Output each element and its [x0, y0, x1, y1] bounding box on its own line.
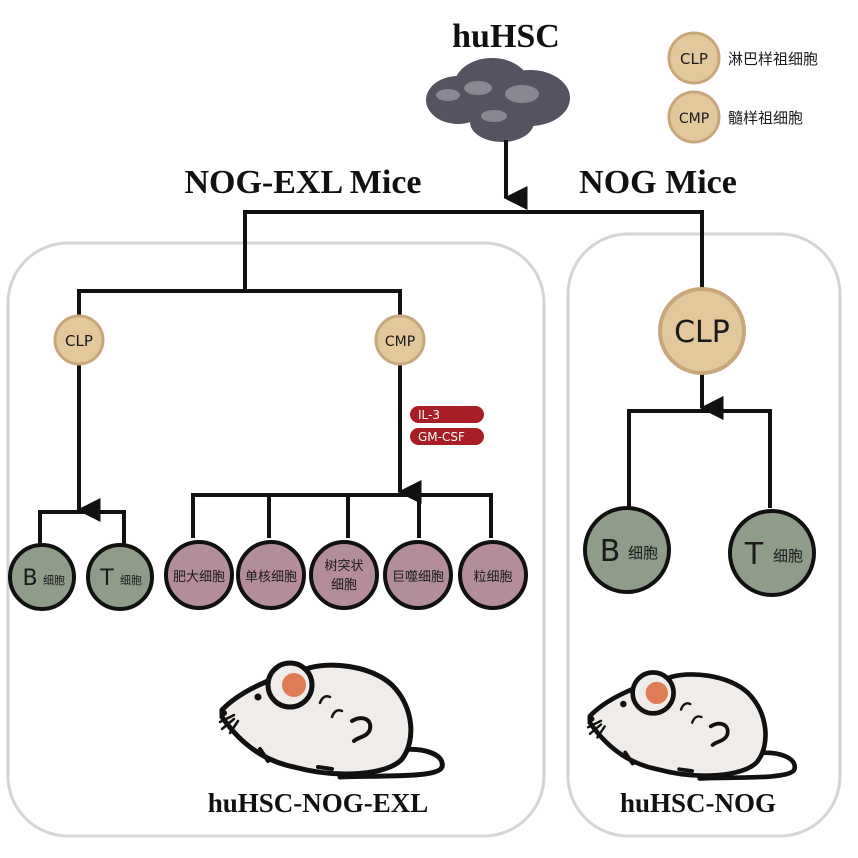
panel-nog-exl [6, 241, 546, 838]
cytokine-badge-gmcsf [410, 428, 484, 445]
node-clp-left-label: CLP [65, 332, 93, 350]
node-clp-right [658, 287, 746, 375]
cell-dendritic [309, 540, 379, 610]
cell-b-right-suffix: 细胞 [628, 544, 658, 562]
legend: CLP 淋巴样祖细胞 CMP 髓样祖细胞 [667, 31, 818, 144]
legend-cmp-circle [667, 90, 721, 144]
cell-b-left [8, 543, 76, 611]
mouse-icon-nog-exl [218, 660, 445, 780]
connector-lines [38, 140, 772, 545]
cytokine-badge-il3 [410, 406, 484, 423]
cell-granulocyte-label: 粒细胞 [473, 570, 512, 585]
cell-t-left-letter: T [99, 566, 114, 591]
cell-t-right [728, 509, 816, 597]
legend-cmp-abbr: CMP [679, 111, 709, 127]
mouse-icon-nog [586, 670, 797, 781]
cell-t-right-suffix: 细胞 [773, 547, 803, 565]
label-nog-mice: NOG Mice [579, 164, 737, 201]
cell-t-left-suffix: 细胞 [120, 574, 142, 587]
node-cmp-label: CMP [385, 334, 415, 350]
cell-b-left-suffix: 细胞 [43, 574, 65, 587]
cytokine-il3-label: IL-3 [418, 408, 440, 422]
node-clp-left [53, 314, 105, 366]
cell-t-right-letter: T [744, 537, 764, 572]
cell-b-right-letter: B [600, 534, 621, 569]
cell-dendritic-label-2: 细胞 [331, 578, 357, 593]
legend-clp-desc: 淋巴样祖细胞 [728, 50, 818, 68]
cell-b-right [583, 506, 671, 594]
cell-granulocyte [458, 540, 528, 610]
legend-clp-abbr: CLP [680, 50, 708, 68]
node-clp-right-label: CLP [674, 315, 730, 350]
cell-mast-label: 肥大细胞 [173, 570, 225, 585]
cell-monocyte-label: 单核细胞 [245, 570, 297, 585]
cell-monocyte [236, 540, 306, 610]
hsc-cluster-icon [426, 58, 570, 142]
legend-clp-circle [667, 31, 721, 85]
label-nog-exl-mice: NOG-EXL Mice [184, 164, 421, 201]
cell-macrophage-label: 巨噬细胞 [392, 570, 444, 585]
cell-dendritic-label-1: 树突状 [324, 558, 363, 574]
title-huhsc: huHSC [452, 18, 560, 55]
model-label-huhsc-nog: huHSC-NOG [620, 788, 776, 818]
cell-t-left [86, 543, 154, 611]
model-label-huhsc-nog-exl: huHSC-NOG-EXL [208, 788, 429, 818]
cytokine-gmcsf-label: GM-CSF [418, 430, 465, 444]
cell-b-left-letter: B [22, 566, 37, 591]
legend-cmp-desc: 髓样祖细胞 [728, 109, 803, 127]
cell-mast [164, 540, 234, 610]
node-cmp [374, 314, 426, 366]
cell-macrophage [383, 540, 453, 610]
